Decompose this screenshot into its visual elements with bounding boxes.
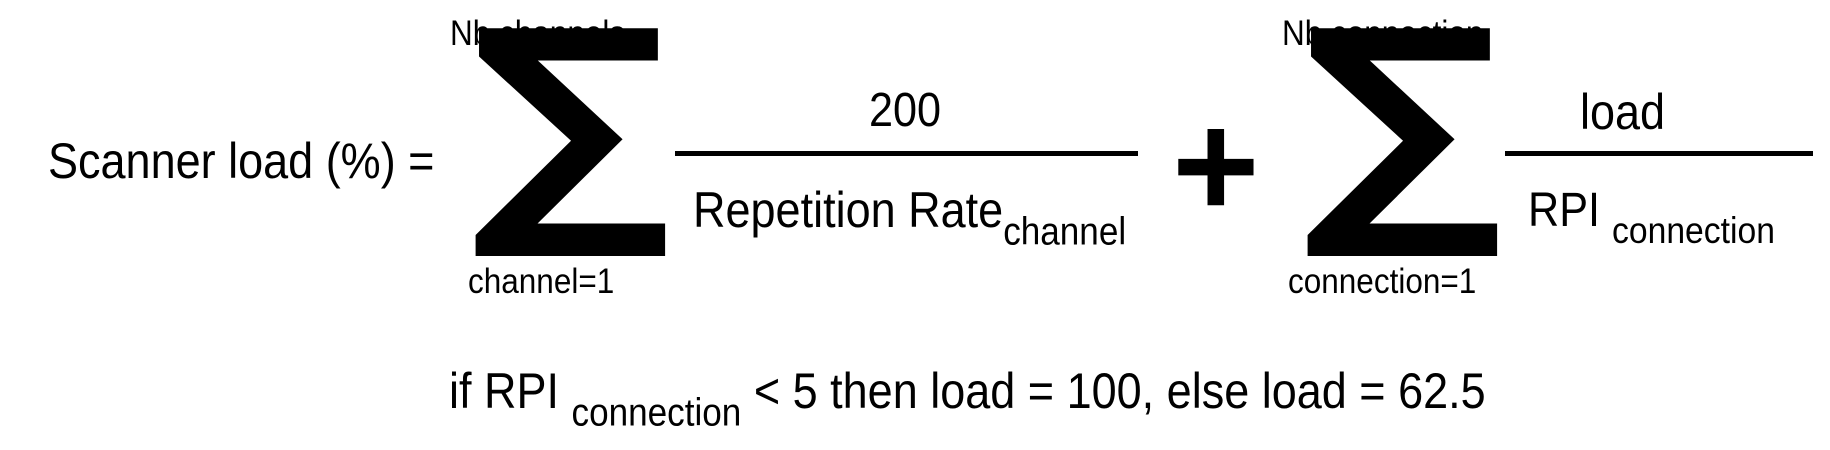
fraction2-denominator-sub: connection: [1612, 208, 1775, 251]
load-condition: if RPI connection < 5 then load = 100, e…: [449, 363, 1486, 433]
fraction2-denominator: RPI connection: [1528, 184, 1775, 249]
fraction1-numerator: 200: [869, 84, 942, 137]
sum1-sigma-symbol: ∑: [470, 0, 671, 267]
fraction1-denominator-main: Repetition Rate: [693, 182, 1004, 238]
sum2-sigma-symbol: ∑: [1302, 0, 1503, 267]
sum2-lower-limit: connection=1: [1288, 262, 1477, 301]
fraction1-denominator: Repetition Ratechannel: [693, 182, 1126, 252]
plus-sign: +: [1172, 81, 1260, 249]
condition-prefix: if RPI: [449, 363, 560, 419]
sum1-upper-limit: Nb channels: [450, 14, 626, 53]
fraction2-denominator-main: RPI: [1528, 184, 1601, 237]
fraction1-bar: [675, 151, 1138, 156]
condition-sub: connection: [571, 391, 742, 435]
fraction2-bar: [1505, 151, 1813, 156]
formula-lhs: Scanner load (%) =: [48, 133, 435, 189]
sum2-upper-limit: Nb connection: [1282, 14, 1484, 53]
sum1-lower-limit: channel=1: [468, 262, 615, 301]
condition-suffix: < 5 then load = 100, else load = 62.5: [753, 363, 1486, 419]
fraction2-numerator: load: [1580, 84, 1666, 140]
fraction1-denominator-sub: channel: [1003, 210, 1127, 254]
